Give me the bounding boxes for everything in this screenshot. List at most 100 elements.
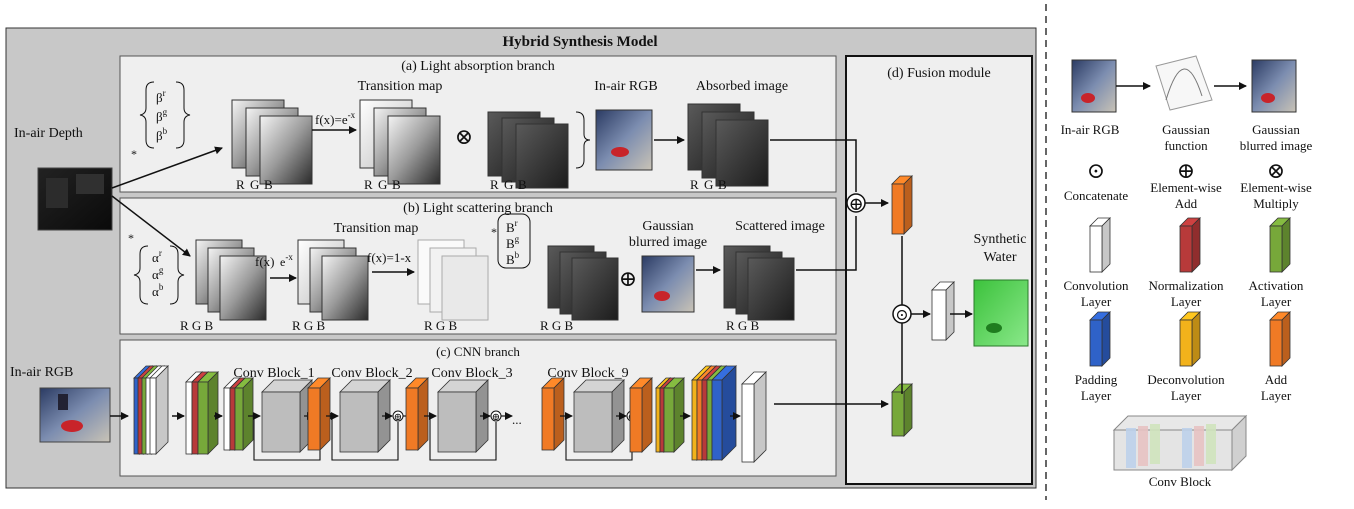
abs-trans-channel-g: G xyxy=(378,177,387,192)
legend-swatch-3 xyxy=(1089,311,1111,367)
abs-gray-channel-g: G xyxy=(504,177,513,192)
sc-gaussian-line2: blurred image xyxy=(629,235,707,250)
abs-trans-channel-r: R xyxy=(364,177,373,192)
scattering-depth-stack xyxy=(195,239,267,321)
scattering-transition-stack xyxy=(297,239,369,321)
absorbed-channel-b: B xyxy=(718,177,727,192)
absorbed-image-label: Absorbed image xyxy=(696,79,788,94)
cnn-panel-title: (c) CNN branch xyxy=(436,344,520,359)
legend-op-2-line1: Multiply xyxy=(1253,196,1299,211)
beta-r: βr xyxy=(156,88,166,105)
legend-top-2-line1: blurred image xyxy=(1240,138,1313,153)
cnn-tail-a-3 xyxy=(663,377,685,453)
fusion-panel xyxy=(845,55,1033,485)
beta-g: βg xyxy=(156,107,168,124)
legend-layer-5-line1: Layer xyxy=(1261,388,1292,403)
sc-prod-channels: R G B xyxy=(540,318,574,333)
B-star: * xyxy=(491,225,497,239)
legend-layer-swatches xyxy=(1089,217,1291,367)
cnn-ellipsis: ... xyxy=(512,412,522,427)
legend-swatch-4 xyxy=(1179,311,1201,367)
B-b: Bb xyxy=(506,250,520,267)
fusion-concat-symbol: ⊙ xyxy=(895,307,908,324)
cnn-input-layer-4 xyxy=(149,365,169,455)
fusion-add-layer xyxy=(891,175,913,235)
fusion-add-symbol: ⊕ xyxy=(848,194,863,214)
sc-depth-channels: R G B xyxy=(180,318,214,333)
legend-top-1-line1: function xyxy=(1164,138,1208,153)
conv-block-1-label: Conv Block_1 xyxy=(233,366,314,381)
beta-coefficients: βr βg βb xyxy=(156,88,168,143)
beta-b: βb xyxy=(156,126,168,143)
abs-depth-channel-g: G xyxy=(250,177,259,192)
legend-conv-block-label: Conv Block xyxy=(1149,474,1212,489)
legend-swatch-5 xyxy=(1269,311,1291,367)
legend-op-1-line0: Element-wise xyxy=(1150,180,1222,195)
beta-star: * xyxy=(131,147,137,161)
alpha-star: * xyxy=(128,231,134,245)
scattered-image-stack xyxy=(723,245,795,321)
abs-gray-channel-b: B xyxy=(518,177,527,192)
legend-layer-2-line0: Activation xyxy=(1249,278,1304,293)
legend-layer-0-line0: Convolution xyxy=(1063,278,1129,293)
scattering-panel-title: (b) Light scattering branch xyxy=(403,201,553,216)
legend-gaussian-blurred-image xyxy=(1251,59,1297,113)
legend-top-1-line0: Gaussian xyxy=(1162,122,1210,137)
sc-trans-channels: R G B xyxy=(292,318,326,333)
legend-swatch-2 xyxy=(1269,217,1291,273)
alpha-r: αr xyxy=(152,248,162,265)
conv-block-9: ⊕ xyxy=(541,377,649,461)
synthetic-water-line2: Water xyxy=(983,250,1016,265)
legend-concat-symbol: ⊙ xyxy=(1087,158,1105,183)
legend-layer-0-line1: Layer xyxy=(1081,294,1112,309)
fusion-panel-title: (d) Fusion module xyxy=(887,66,990,81)
block-core xyxy=(437,379,489,453)
cnn-stem-act xyxy=(197,371,219,455)
legend-layer-3-line1: Layer xyxy=(1081,388,1112,403)
cnn-layer-blocks: ⊕⊕⊕⊕ xyxy=(133,365,767,463)
scattering-product-stack xyxy=(547,245,619,321)
legend-layer-4-line0: Deconvolution xyxy=(1147,372,1225,387)
fusion-layers xyxy=(891,175,955,437)
cnn-output-conv xyxy=(741,371,767,463)
absorption-gray-stack xyxy=(487,111,569,189)
multiply-symbol: ⊗ xyxy=(455,124,473,149)
fusion-conv-layer xyxy=(931,281,955,341)
legend-layer-1-line1: Layer xyxy=(1171,294,1202,309)
block-add-symbol: ⊕ xyxy=(394,412,402,423)
absorbed-channel-r: R xyxy=(690,177,699,192)
absorption-transition-stack xyxy=(359,99,441,185)
legend-op-1-line1: Add xyxy=(1175,196,1198,211)
conv-block-9-label: Conv Block_9 xyxy=(547,366,628,381)
absorbed-channel-g: G xyxy=(704,177,713,192)
add-symbol-scattering: ⊕ xyxy=(619,266,637,291)
legend-conv-block-illustration xyxy=(1112,414,1248,472)
conv-block-2-label: Conv Block_2 xyxy=(331,366,412,381)
legend-swatch-0 xyxy=(1089,217,1111,273)
block-add-symbol: ⊕ xyxy=(492,412,500,423)
main-title: Hybrid Synthesis Model xyxy=(502,34,657,50)
legend-op-2-line0: Element-wise xyxy=(1240,180,1312,195)
sc-fx: f(x) xyxy=(255,254,275,269)
legend-top-2-line0: Gaussian xyxy=(1252,122,1300,137)
block-add xyxy=(307,377,331,451)
conv-block-3: ⊕ xyxy=(405,377,513,461)
legend-gaussian-function-plot xyxy=(1155,55,1213,111)
abs-depth-channel-b: B xyxy=(264,177,273,192)
in-air-rgb-label: In-air RGB xyxy=(10,365,73,380)
B-g: Bg xyxy=(506,234,520,251)
scattering-inverted-stack xyxy=(417,239,489,321)
absorbed-image-stack xyxy=(687,103,769,187)
legend-layer-1-line0: Normalization xyxy=(1148,278,1224,293)
in-air-depth-label: In-air Depth xyxy=(14,126,83,141)
cnn-tail-a-0 xyxy=(629,377,653,453)
legend-op-0-line0: Concatenate xyxy=(1064,188,1128,203)
abs-in-air-rgb-label: In-air RGB xyxy=(594,79,657,94)
sc-inv-channels: R G B xyxy=(424,318,458,333)
sc-ex: e-x xyxy=(280,252,293,269)
alpha-b: αb xyxy=(152,282,164,299)
block-add xyxy=(541,377,565,451)
conv-block-3-label: Conv Block_3 xyxy=(431,366,512,381)
sc-gaussian-image xyxy=(641,255,695,313)
